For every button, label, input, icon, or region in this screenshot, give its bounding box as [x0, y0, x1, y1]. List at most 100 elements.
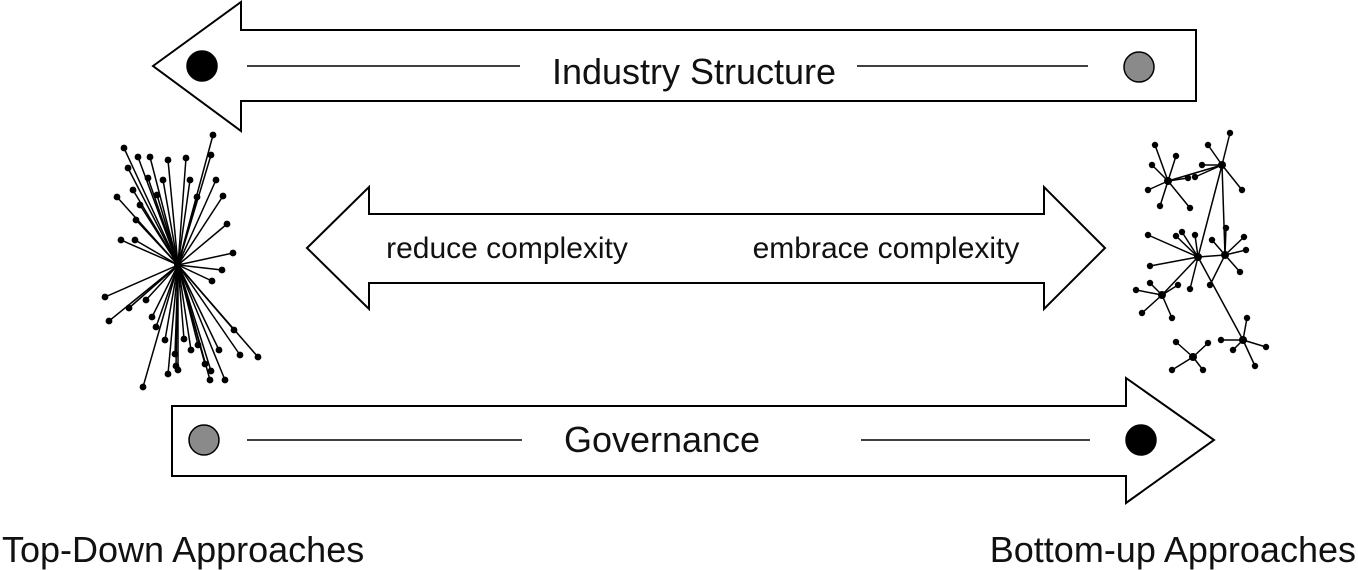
top-down-approaches-label: Top-Down Approaches — [2, 529, 364, 570]
dist-hub-node — [1239, 336, 1247, 344]
star-node — [218, 266, 226, 274]
dist-node — [1191, 173, 1199, 181]
dist-edge — [1159, 180, 1169, 207]
star-edge — [127, 167, 179, 266]
star-node — [131, 236, 139, 244]
star-node — [101, 293, 109, 301]
star-edge — [151, 264, 179, 318]
dist-node — [1146, 279, 1154, 287]
star-node — [236, 351, 244, 359]
dist-edge — [1209, 254, 1226, 286]
dist-node — [1178, 228, 1186, 236]
dist-hub-node — [1218, 161, 1226, 169]
star-node — [113, 193, 121, 201]
governance-light-dot — [188, 424, 220, 456]
dist-edge — [1181, 231, 1199, 258]
distributed-network-icon — [1132, 129, 1270, 374]
industry-structure-label: Industry Structure — [552, 51, 836, 92]
dist-hub-node — [1189, 353, 1197, 361]
dist-node — [1236, 268, 1244, 276]
dist-link — [1197, 254, 1226, 258]
star-edge — [177, 179, 217, 266]
star-edge — [177, 264, 223, 271]
star-node — [132, 216, 140, 224]
star-node — [148, 313, 156, 321]
industry-light-dot — [1123, 51, 1155, 83]
star-edge — [156, 194, 179, 266]
star-edge — [139, 204, 179, 266]
star-edge — [177, 264, 192, 351]
dist-node — [1243, 314, 1251, 322]
dist-node — [1206, 281, 1214, 289]
dist-edge — [1171, 356, 1194, 371]
star-node — [209, 131, 217, 139]
star-node — [174, 366, 182, 374]
dist-edge — [1207, 144, 1223, 166]
star-edge — [162, 179, 179, 266]
star-edge — [128, 264, 179, 309]
dist-node — [1199, 366, 1207, 374]
star-edge — [177, 264, 241, 356]
reduce-complexity-label: reduce complexity — [386, 232, 628, 265]
star-edge — [177, 223, 228, 266]
dist-node — [1226, 129, 1234, 137]
star-node — [125, 304, 133, 312]
centralized-star-network-icon — [101, 131, 262, 391]
star-edge — [177, 252, 234, 266]
dist-node — [1172, 338, 1180, 346]
dist-edge — [1161, 294, 1173, 319]
star-edge — [177, 179, 191, 266]
dist-node — [1156, 202, 1164, 210]
star-node — [153, 191, 161, 199]
star-hub-node — [174, 261, 182, 269]
dist-hub-node — [1221, 251, 1229, 259]
star-node — [164, 370, 172, 378]
star-node — [206, 376, 214, 384]
star-node — [134, 153, 142, 161]
dist-node — [1144, 186, 1152, 194]
dist-node — [1151, 141, 1159, 149]
star-node — [129, 186, 137, 194]
dist-node — [1148, 161, 1156, 169]
star-node — [229, 249, 237, 257]
star-node — [105, 317, 113, 325]
dist-node — [1208, 236, 1216, 244]
star-edge — [177, 264, 185, 340]
star-node — [219, 192, 227, 200]
star-edge — [135, 219, 179, 266]
dist-node — [1174, 281, 1182, 289]
star-edge — [177, 264, 226, 381]
dist-link — [1221, 164, 1226, 256]
star-node — [136, 201, 144, 209]
dist-edge — [1224, 236, 1245, 256]
star-node — [144, 174, 152, 182]
industry-dark-dot — [186, 50, 218, 82]
star-node — [215, 346, 223, 354]
dist-edge — [1189, 256, 1199, 290]
star-node — [223, 220, 231, 228]
dist-edge — [1224, 227, 1227, 256]
star-edge — [177, 157, 187, 266]
industry-arrow-shape — [151, 0, 1197, 133]
star-node — [208, 277, 216, 285]
star-node — [180, 335, 188, 343]
dist-node — [1168, 314, 1176, 322]
star-edge — [177, 154, 212, 266]
star-node — [124, 164, 132, 172]
dist-link — [1167, 164, 1223, 182]
star-node — [139, 383, 147, 391]
dist-edge — [1167, 180, 1191, 209]
star-node — [187, 346, 195, 354]
dist-edge — [1242, 339, 1256, 367]
star-edge — [142, 264, 179, 388]
dist-edge — [1221, 132, 1231, 166]
dist-hub-node — [1194, 253, 1202, 261]
star-edge — [177, 264, 259, 358]
dist-edge — [1135, 289, 1163, 296]
dist-node — [1242, 246, 1250, 254]
dist-node — [1132, 286, 1140, 294]
star-edge — [134, 239, 179, 266]
dist-hub-node — [1164, 177, 1172, 185]
star-node — [161, 336, 169, 344]
